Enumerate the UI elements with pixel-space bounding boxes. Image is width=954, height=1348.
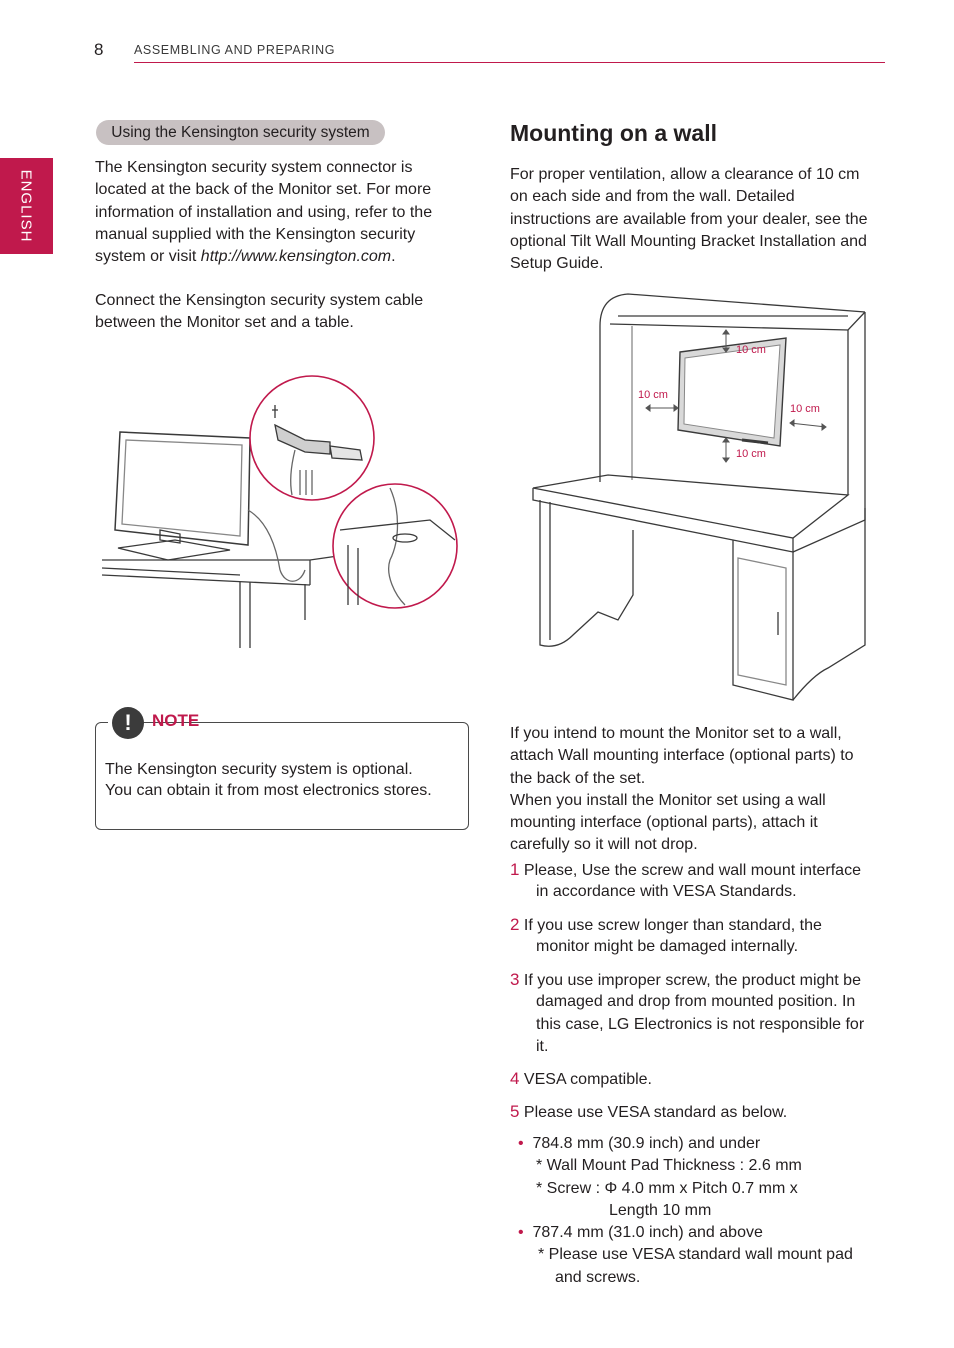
item-number: 2 [510, 915, 520, 934]
text-line: it. [536, 1038, 549, 1055]
header-rule [134, 62, 885, 63]
text-line: and screws. [555, 1268, 641, 1286]
text-line: The Kensington security system is option… [105, 761, 413, 778]
numbered-item: 1 Please, Use the screw and wall mount i… [510, 859, 890, 902]
text-line: You can obtain it from most electronics … [105, 782, 432, 799]
text-span: . [391, 248, 396, 266]
text-line: optional Tilt Wall Mounting Bracket Inst… [510, 232, 867, 250]
text-line: mounting interface (optional parts), att… [510, 814, 818, 832]
text-line: • 784.8 mm (30.9 inch) and under [518, 1133, 888, 1155]
wall-mount-paragraph: If you intend to mount the Monitor set t… [510, 723, 890, 857]
item-number: 5 [510, 1102, 520, 1121]
text-line: instructions are available from your dea… [510, 210, 868, 228]
item-number: 4 [510, 1069, 520, 1088]
text-line: 2 If you use screw longer than standard,… [510, 914, 890, 936]
bullet-dot: • [518, 1224, 524, 1241]
item-number: 1 [510, 860, 520, 879]
numbered-item: 4 VESA compatible. [510, 1068, 890, 1090]
connect-paragraph: Connect the Kensington security system c… [95, 290, 465, 335]
text-line: Connect the Kensington security system c… [95, 292, 424, 309]
clearance-left-label: 10 cm [638, 389, 668, 401]
text-line: manual supplied with the Kensington secu… [95, 225, 416, 243]
numbered-item: 5 Please use VESA standard as below. [510, 1101, 890, 1123]
text-line: 1 Please, Use the screw and wall mount i… [510, 859, 890, 881]
text-span: system or visit [95, 248, 201, 266]
item-text: Please use VESA standard as below. [523, 1104, 788, 1121]
text-line: The Kensington security system connector… [95, 159, 413, 176]
note-text: The Kensington security system is option… [105, 759, 465, 801]
text-line: between the Monitor set and a table. [95, 314, 354, 332]
bullet-item: • 787.4 mm (31.0 inch) and above * Pleas… [518, 1222, 888, 1289]
bullet-text: 787.4 mm (31.0 inch) and above [532, 1224, 763, 1241]
item-text: If you use improper screw, the product m… [523, 972, 861, 989]
text-line: damaged and drop from mounted position. … [536, 993, 856, 1010]
numbered-item: 2 If you use screw longer than standard,… [510, 914, 890, 957]
text-line: When you install the Monitor set using a… [510, 791, 826, 809]
clearance-right-label: 10 cm [790, 403, 820, 415]
language-tab-label: ENGLISH [17, 169, 35, 243]
text-line: • 787.4 mm (31.0 inch) and above [518, 1222, 888, 1244]
text-line: Setup Guide. [510, 255, 604, 273]
note-header: ! NOTE [108, 705, 199, 739]
ventilation-paragraph: For proper ventilation, allow a clearanc… [510, 164, 890, 275]
text-line: carefully so it will not drop. [510, 836, 698, 854]
bullet-dot: • [518, 1135, 524, 1152]
kensington-paragraph: The Kensington security system connector… [95, 157, 465, 268]
item-text: VESA compatible. [523, 1071, 652, 1088]
wall-mount-diagram: 10 cm 10 cm 10 cm 10 cm [532, 293, 866, 701]
item-text: Please, Use the screw and wall mount int… [523, 862, 861, 879]
text-line: If you intend to mount the Monitor set t… [510, 725, 842, 742]
language-tab: ENGLISH [0, 158, 53, 254]
bullet-text: 784.8 mm (30.9 inch) and under [532, 1135, 761, 1152]
section-title: ASSEMBLING AND PREPARING [134, 43, 336, 57]
text-line: monitor might be damaged internally. [536, 938, 799, 955]
text-line: in accordance with VESA Standards. [536, 883, 797, 900]
text-line: 4 VESA compatible. [510, 1068, 890, 1090]
page-heading: Mounting on a wall [510, 120, 717, 146]
text-line: 5 Please use VESA standard as below. [510, 1101, 890, 1123]
text-line: 3 If you use improper screw, the product… [510, 969, 890, 991]
text-line: For proper ventilation, allow a clearanc… [510, 166, 860, 183]
lock-detail-circle [249, 375, 375, 501]
text-line: attach Wall mounting interface (optional… [510, 747, 854, 765]
text-line: * Please use VESA standard wall mount pa… [538, 1246, 853, 1264]
note-label: NOTE [152, 711, 200, 730]
text-line: this case, LG Electronics is not respons… [536, 1015, 865, 1033]
text-line: the back of the set. [510, 769, 646, 787]
text-line: * Wall Mount Pad Thickness : 2.6 mm [536, 1157, 802, 1175]
numbered-item: 3 If you use improper screw, the product… [510, 969, 890, 1059]
text-line: on each side and from the wall. Detailed [510, 188, 795, 206]
text-line: information of installation and using, r… [95, 203, 433, 221]
text-line: located at the back of the Monitor set. … [95, 181, 432, 199]
clearance-top-label: 10 cm [736, 344, 766, 356]
exclamation-icon: ! [112, 707, 144, 739]
note-box [95, 722, 469, 830]
text-line: system or visit http://www.kensington.co… [95, 246, 465, 268]
subsection-pill: Using the Kensington security system [96, 120, 385, 145]
page-number: 8 [94, 40, 104, 59]
item-number: 3 [510, 970, 520, 989]
bullet-item: • 784.8 mm (30.9 inch) and under * Wall … [518, 1133, 888, 1222]
text-line: Length 10 mm [609, 1201, 712, 1219]
kensington-url: http://www.kensington.com [200, 248, 392, 266]
clearance-bottom-label: 10 cm [736, 448, 766, 460]
text-line: * Screw : Φ 4.0 mm x Pitch 0.7 mm x [536, 1179, 798, 1197]
item-text: If you use screw longer than standard, t… [523, 917, 822, 934]
kensington-illustration [101, 375, 458, 648]
